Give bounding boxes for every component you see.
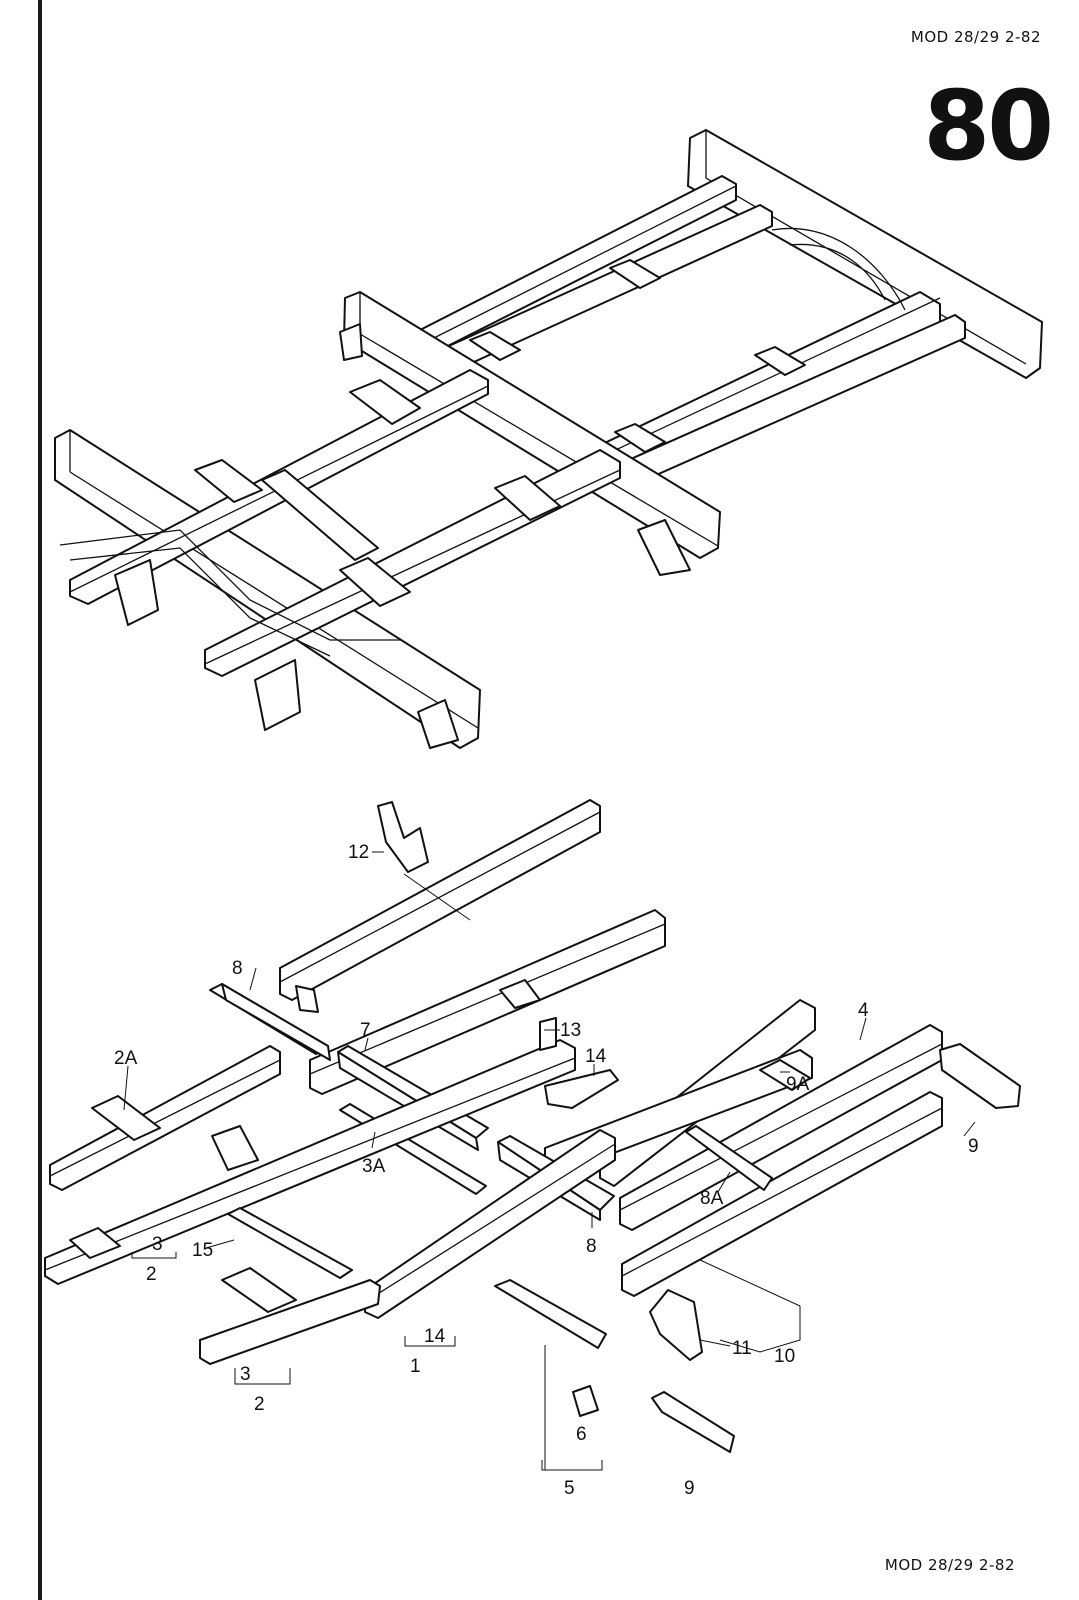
callout-9-right: 9 [968,1136,979,1157]
callout-12: 12 [348,842,369,863]
assembled-chassis-frame [54,129,1043,749]
callout-8-left: 8 [232,958,243,979]
page-number: 80 [923,70,1054,182]
callout-14-lower: 14 [424,1326,446,1347]
callout-13: 13 [560,1020,581,1041]
callout-3A: 3A [362,1156,386,1177]
callout-1: 1 [410,1356,421,1377]
callout-2A: 2A [114,1048,138,1069]
callout-2-lower: 2 [254,1394,265,1415]
leader-lines [123,851,976,1471]
callout-8-right: 8 [586,1236,597,1257]
callout-9-lower: 9 [684,1478,695,1499]
callout-2-left: 2 [146,1264,157,1285]
callout-5: 5 [564,1478,575,1499]
callout-11: 11 [732,1338,752,1359]
model-code-header: MOD 28/29 2-82 [910,28,1041,46]
callout-3-lower: 3 [240,1364,251,1385]
exploded-parts [44,799,1021,1453]
callout-14-upper: 14 [585,1046,607,1067]
callout-labels: 12 8 7 2A 13 14 4 9A 9 3A 8A 8 3 2 15 14… [114,842,979,1499]
callout-6: 6 [576,1424,587,1445]
callout-4: 4 [858,1000,869,1021]
callout-8A: 8A [700,1188,724,1209]
callout-10: 10 [774,1346,795,1367]
callout-9A: 9A [786,1074,810,1095]
callout-15: 15 [192,1240,213,1261]
callout-3-left: 3 [152,1234,163,1255]
callout-7: 7 [360,1020,371,1041]
model-code-footer: MOD 28/29 2-82 [884,1556,1015,1574]
page-binding-edge [38,0,42,1600]
